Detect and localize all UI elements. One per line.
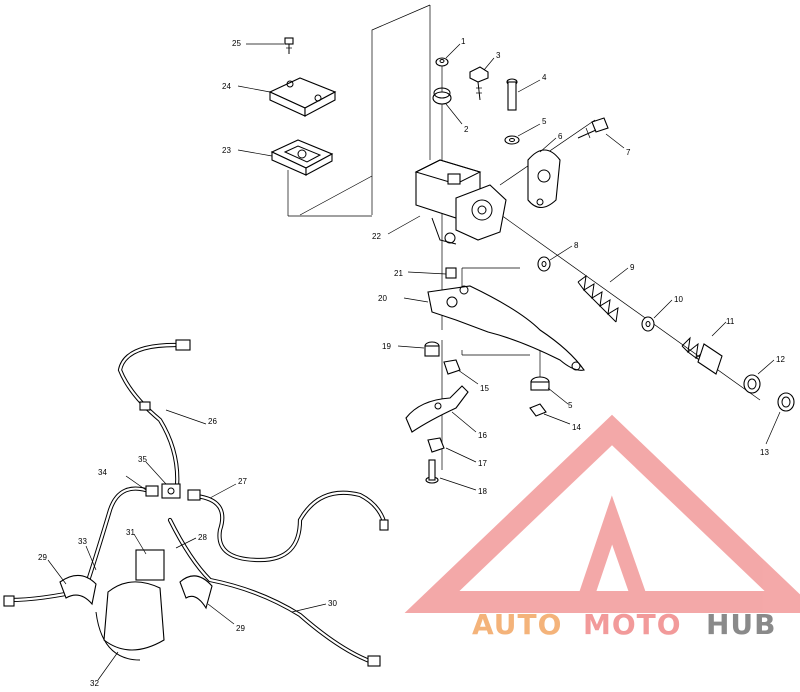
callout-11: 11 bbox=[726, 317, 735, 326]
callout-12: 12 bbox=[776, 355, 785, 364]
part-washer-8 bbox=[537, 256, 551, 272]
callout-20: 20 bbox=[378, 294, 387, 303]
part-grommet-2 bbox=[432, 87, 452, 105]
brake-hoses bbox=[3, 339, 389, 667]
callout-29-right: 29 bbox=[236, 624, 245, 633]
callout-4: 4 bbox=[542, 73, 547, 82]
callout-17: 17 bbox=[478, 459, 487, 468]
part-bushing-5-bottom bbox=[530, 376, 550, 391]
callout-19: 19 bbox=[382, 342, 391, 351]
watermark-logo bbox=[404, 414, 800, 613]
part-bushing-21 bbox=[445, 267, 457, 279]
callout-1: 1 bbox=[461, 37, 466, 46]
watermark-word-hub: HUB bbox=[706, 608, 777, 641]
callout-24: 24 bbox=[222, 82, 231, 91]
callout-35: 35 bbox=[138, 455, 147, 464]
part-washer-5-top bbox=[504, 135, 520, 145]
callout-32: 32 bbox=[90, 679, 99, 687]
callout-2: 2 bbox=[464, 125, 469, 134]
watermark-text: AUTO MOTO HUB bbox=[472, 608, 777, 641]
callout-labels: 1 2 3 4 5 6 7 8 9 10 11 12 13 14 15 16 1… bbox=[38, 37, 785, 688]
part-piston-11 bbox=[681, 336, 723, 375]
callout-10: 10 bbox=[674, 295, 683, 304]
part-screw-18 bbox=[425, 459, 439, 484]
part-spring-9 bbox=[577, 274, 619, 323]
part-ring-10 bbox=[641, 316, 655, 332]
part-lever-20 bbox=[427, 285, 585, 371]
part-cover-24 bbox=[268, 77, 337, 117]
part-bolt-3 bbox=[469, 66, 489, 101]
callout-21: 21 bbox=[394, 269, 403, 278]
callout-29-left: 29 bbox=[38, 553, 47, 562]
callout-9: 9 bbox=[630, 263, 635, 272]
part-switch-19 bbox=[424, 341, 440, 357]
callout-22: 22 bbox=[372, 232, 381, 241]
leader-lines bbox=[47, 43, 781, 681]
callout-30: 30 bbox=[328, 599, 337, 608]
callout-5-top: 5 bbox=[542, 117, 547, 126]
watermark-word-auto: AUTO bbox=[472, 608, 562, 641]
callout-23: 23 bbox=[222, 146, 231, 155]
callout-28: 28 bbox=[198, 533, 207, 542]
part-master-cylinder-22 bbox=[414, 159, 507, 245]
part-seal-12 bbox=[743, 374, 761, 394]
callout-3: 3 bbox=[496, 51, 501, 60]
part-screw-25 bbox=[284, 37, 294, 54]
callout-16: 16 bbox=[478, 431, 487, 440]
part-cap-13 bbox=[777, 392, 795, 412]
callout-31: 31 bbox=[126, 528, 135, 537]
part-bracket-31 bbox=[135, 549, 165, 581]
part-washer-1 bbox=[435, 57, 449, 67]
callout-27: 27 bbox=[238, 477, 247, 486]
callout-15: 15 bbox=[480, 384, 489, 393]
callout-13: 13 bbox=[760, 448, 769, 457]
part-nut-14 bbox=[529, 403, 547, 417]
callout-14: 14 bbox=[572, 423, 581, 432]
callout-18: 18 bbox=[478, 487, 487, 496]
part-bolt-7 bbox=[577, 117, 609, 139]
callout-6: 6 bbox=[558, 132, 563, 141]
callout-26: 26 bbox=[208, 417, 217, 426]
part-nut-15 bbox=[443, 359, 461, 375]
part-clip-29-right bbox=[179, 575, 213, 610]
callout-33: 33 bbox=[78, 537, 87, 546]
part-bracket-16 bbox=[405, 385, 469, 433]
part-clamp-6 bbox=[527, 149, 561, 209]
callout-34: 34 bbox=[98, 468, 107, 477]
callout-25: 25 bbox=[232, 39, 241, 48]
projection-lines bbox=[287, 4, 761, 470]
part-junction-35 bbox=[161, 483, 181, 499]
callout-5-bottom: 5 bbox=[568, 401, 573, 410]
part-pin-4 bbox=[506, 78, 518, 111]
part-bracket-32 bbox=[95, 581, 165, 661]
part-clip-29-left bbox=[59, 574, 97, 606]
part-diaphragm-23 bbox=[270, 139, 334, 176]
part-nut-17 bbox=[427, 437, 445, 453]
callout-7: 7 bbox=[626, 148, 631, 157]
watermark-word-moto: MOTO bbox=[583, 608, 682, 641]
callout-8: 8 bbox=[574, 241, 579, 250]
